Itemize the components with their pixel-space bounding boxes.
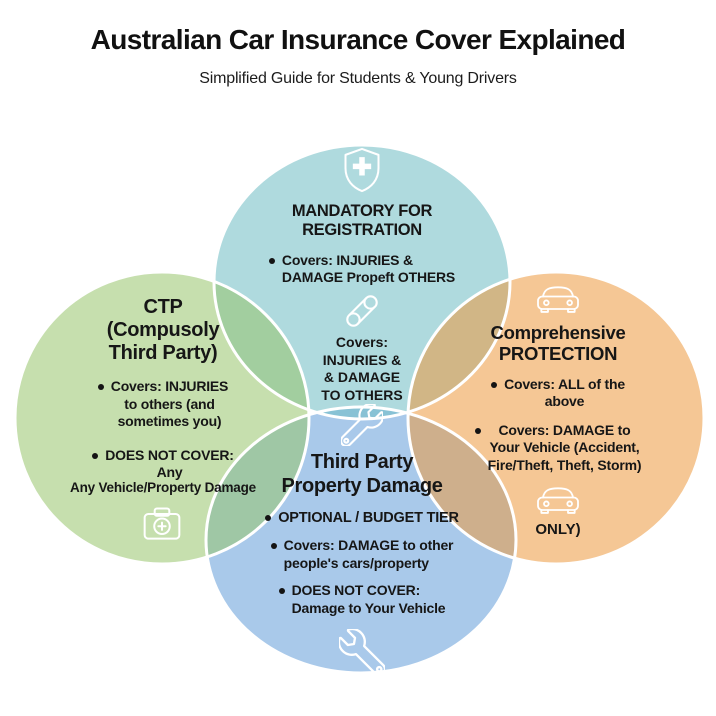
left-circle-item-2-text: DOES NOT COVER: Any — [105, 446, 234, 481]
left-circle-content: CTP (Compusoly Third Party) Covers: INJU… — [40, 296, 286, 482]
center-overlap-text: Covers: INJURIES & & DAMAGE TO OTHERS — [321, 334, 403, 403]
bullet-dot — [97, 384, 104, 390]
bullet-dot — [265, 515, 272, 521]
left-circle-item-1: Covers: INJURIES to others (and sometime… — [40, 378, 286, 431]
left-circle-footnote: Any Vehicle/Property Damage — [70, 480, 256, 495]
bottom-circle-item-3-text: DOES NOT COVER: Damage to Your Vehicle — [291, 582, 446, 616]
right-circle-item-1-text: Covers: ALL of the above — [504, 375, 625, 410]
double-spanner-icon — [346, 295, 378, 327]
page-subtitle: Simplified Guide for Students & Young Dr… — [199, 70, 517, 87]
left-circle-item-2: DOES NOT COVER: Any — [40, 447, 286, 482]
bottom-circle-heading: Third Party Property Damage — [281, 451, 443, 497]
bullet-dot — [474, 427, 481, 434]
right-circle-stroke — [406, 270, 706, 566]
top-circle-heading: MANDATORY FOR REGISTRATION — [291, 202, 433, 239]
shield-cross-icon — [344, 147, 380, 193]
center-overlap-content: Covers: INJURIES & & DAMAGE TO OTHERS — [297, 292, 427, 404]
bottom-circle-item-2-text: Covers: DAMAGE to other people's cars/pr… — [283, 537, 454, 571]
top-circle-item: Covers: INJURIES & DAMAGE Propeft OTHERS — [242, 252, 482, 287]
car-front-icon — [537, 286, 579, 313]
first-aid-kit-icon — [143, 507, 181, 540]
left-circle-item-1-text: Covers: INJURIES to others (and sometime… — [110, 378, 229, 429]
page-title: Australian Car Insurance Cover Explained — [90, 24, 626, 55]
bottom-circle-item-3: DOES NOT COVER: Damage to Your Vehicle — [238, 582, 486, 617]
bottom-circle-stroke — [204, 405, 518, 675]
left-circle-heading: CTP (Compusoly Third Party) — [106, 296, 220, 364]
left-circle-stroke — [13, 270, 311, 566]
right-circle-content: Comprehensive PROTECTION Covers: ALL of … — [434, 282, 682, 538]
bullet-dot — [491, 381, 498, 388]
right-circle-item-2-text: Covers: DAMAGE to Your Vehicle (Accident… — [487, 421, 642, 473]
bottom-circle-item-2: Covers: DAMAGE to other people's cars/pr… — [238, 537, 486, 572]
left-circle-icon-wrap — [141, 505, 183, 543]
right-circle-item-1: Covers: ALL of the above — [434, 376, 682, 411]
right-circle-heading: Comprehensive PROTECTION — [490, 322, 626, 365]
top-circle-content: MANDATORY FOR REGISTRATION Covers: INJUR… — [242, 146, 482, 287]
wrench-icon — [339, 629, 385, 676]
right-circle-fill — [408, 272, 704, 564]
left-circle-fill — [15, 272, 309, 564]
bottom-circle-item-1: OPTIONAL / BUDGET TIER — [238, 509, 486, 527]
bullet-dot — [270, 543, 277, 550]
bullet-dot — [268, 257, 275, 264]
bullet-dot — [92, 452, 99, 459]
bullet-dot — [278, 588, 285, 595]
top-circle-item-text: Covers: INJURIES & DAMAGE Propeft OTHERS — [281, 251, 456, 286]
right-circle-item-2: Covers: DAMAGE to Your Vehicle (Accident… — [434, 422, 682, 475]
bottom-circle-content: Third Party Property Damage OPTIONAL / B… — [238, 404, 486, 676]
car-front-icon — [537, 487, 579, 514]
wrench-icon — [341, 404, 383, 446]
bottom-circle-item-1-text: OPTIONAL / BUDGET TIER — [278, 510, 459, 526]
right-circle-footnote: ONLY) — [535, 521, 581, 539]
